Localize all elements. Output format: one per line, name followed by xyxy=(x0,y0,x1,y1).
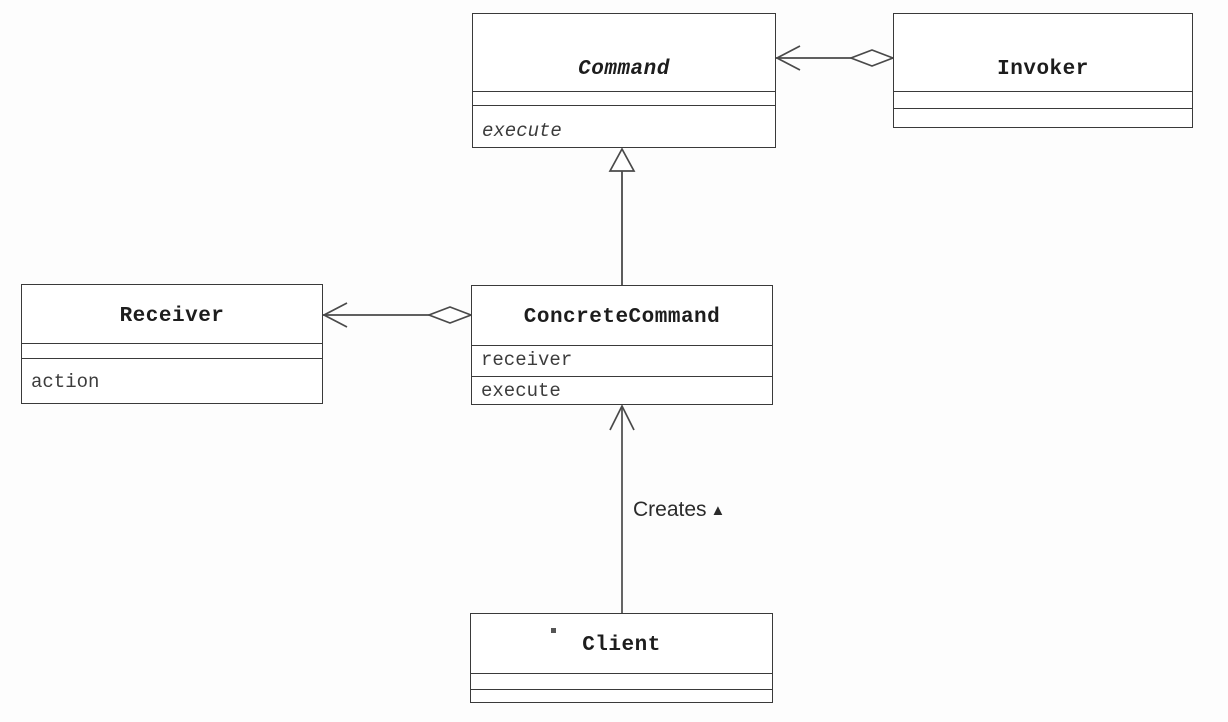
compartment-separator xyxy=(894,91,1192,92)
relationship-invoker-command xyxy=(775,45,896,71)
class-box-client[interactable]: Client xyxy=(470,613,773,703)
edge-label-creates: Creates▲ xyxy=(633,498,725,522)
operation-row: action xyxy=(31,371,100,393)
class-name-command: Command xyxy=(578,58,670,81)
relationship-concretecommand-receiver xyxy=(322,302,474,328)
open-arrowhead-icon xyxy=(775,45,801,71)
compartment-separator xyxy=(472,376,772,377)
class-name-invoker: Invoker xyxy=(997,58,1089,81)
scan-artifact-speck xyxy=(551,628,556,633)
hollow-diamond-icon xyxy=(848,49,896,67)
class-box-receiver[interactable]: Receiver action xyxy=(21,284,323,404)
class-box-command[interactable]: Command execute xyxy=(472,13,776,148)
compartment-separator xyxy=(894,108,1192,109)
compartment-separator xyxy=(472,345,772,346)
compartment-separator xyxy=(22,343,322,344)
class-name-receiver: Receiver xyxy=(119,305,225,328)
compartment-separator xyxy=(471,673,772,674)
filled-triangle-icon: ▲ xyxy=(710,502,726,519)
relationship-concretecommand-command xyxy=(608,147,636,285)
hollow-triangle-icon xyxy=(608,147,636,172)
operation-row: execute xyxy=(481,380,561,402)
relationship-client-concretecommand xyxy=(609,404,635,613)
operation-row: execute xyxy=(482,120,562,142)
class-name-concretecommand: ConcreteCommand xyxy=(523,306,721,329)
compartment-separator xyxy=(22,358,322,359)
compartment-separator xyxy=(473,105,775,106)
class-name-client: Client xyxy=(582,634,661,657)
compartment-separator xyxy=(473,91,775,92)
attribute-row: receiver xyxy=(481,349,573,371)
edge-label-creates-text: Creates xyxy=(633,498,707,521)
open-arrowhead-icon xyxy=(322,302,348,328)
class-box-concretecommand[interactable]: ConcreteCommand receiver execute xyxy=(471,285,773,405)
open-arrowhead-icon xyxy=(609,404,635,431)
compartment-separator xyxy=(471,689,772,690)
class-box-invoker[interactable]: Invoker xyxy=(893,13,1193,128)
hollow-diamond-icon xyxy=(426,306,474,324)
